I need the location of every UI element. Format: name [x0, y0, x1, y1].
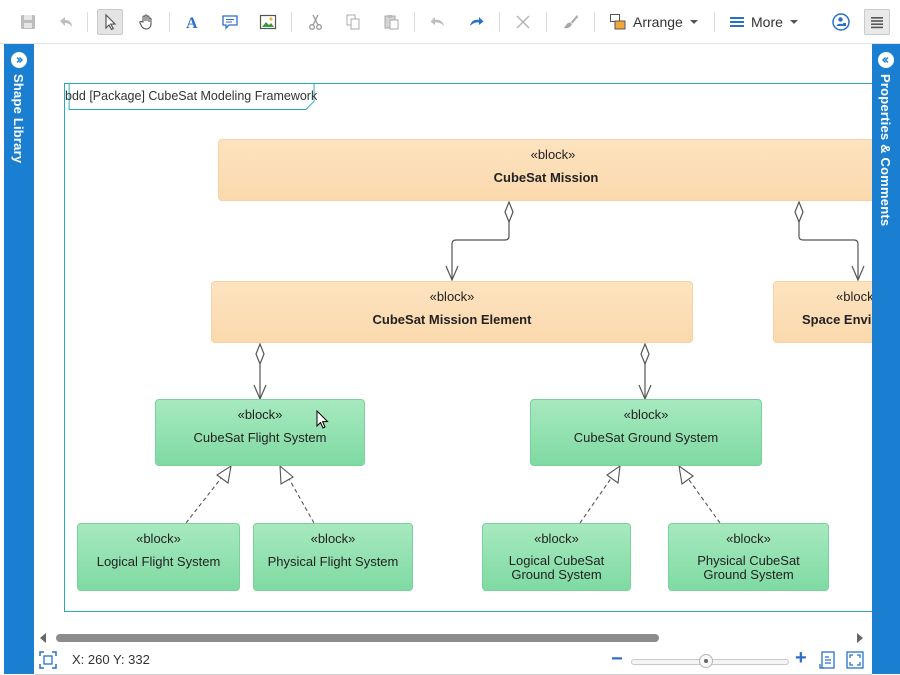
format-panel-toggle-icon[interactable]	[864, 9, 890, 35]
format-brush-icon[interactable]	[558, 9, 584, 35]
comment-icon[interactable]	[217, 9, 243, 35]
realization-arrowhead-icon	[678, 464, 694, 485]
chevron-down-icon	[689, 20, 698, 24]
copy-icon[interactable]	[340, 9, 366, 35]
scrollbar-thumb[interactable]	[56, 634, 659, 642]
block-cubesat-mission-element[interactable]: «block» CubeSat Mission Element	[211, 281, 693, 343]
cursor-coordinates: X: 260 Y: 332	[72, 652, 150, 667]
zoom-in-button[interactable]: +	[795, 647, 807, 669]
mouse-cursor-icon	[316, 410, 329, 429]
toolbar: A Arrange More	[0, 0, 900, 44]
aggregation-connector	[798, 222, 859, 280]
block-stereotype: «block»	[237, 407, 283, 422]
arrowhead-icon	[851, 265, 865, 282]
block-name-line1: Logical CubeSat	[508, 553, 605, 568]
block-name: CubeSat Flight System	[193, 430, 327, 445]
chevron-down-icon	[789, 20, 798, 24]
block-name: CubeSat Ground System	[573, 430, 719, 445]
block-stereotype: «block»	[623, 407, 669, 422]
connectors-layer	[185, 200, 865, 524]
block-name: CubeSat Mission Element	[372, 312, 532, 327]
package-frame[interactable]	[64, 83, 872, 612]
block-stereotype: «block»	[310, 531, 356, 546]
block-stereotype: «block»	[726, 531, 771, 546]
block-space-environment[interactable]: «block Space Envir	[773, 281, 872, 343]
arrange-icon	[610, 14, 626, 30]
undo-arrow-icon[interactable]	[53, 9, 79, 35]
block-name: CubeSat Mission	[493, 170, 599, 185]
block-name: Logical Flight System	[96, 554, 221, 569]
aggregation-diamond-icon	[640, 342, 650, 366]
more-label: More	[751, 14, 783, 30]
arrange-menu-button[interactable]: Arrange	[609, 9, 699, 35]
block-name: Physical Flight System	[267, 554, 399, 569]
block-stereotype: «block»	[136, 531, 181, 546]
hamburger-icon	[730, 17, 744, 27]
realization-connector	[287, 476, 315, 524]
expand-chevron-icon[interactable]	[11, 52, 27, 68]
expand-chevron-icon[interactable]	[878, 52, 894, 68]
arrowhead-icon	[445, 265, 459, 282]
block-name: Space Envir	[802, 312, 872, 327]
frame-label: bdd [Package] CubeSat Modeling Framework	[65, 89, 318, 103]
realization-connector	[579, 476, 613, 524]
zoom-out-button[interactable]: −	[611, 648, 623, 670]
block-name-line2: Ground System	[511, 567, 602, 582]
block-physical-flight-system[interactable]: «block» Physical Flight System	[253, 523, 413, 591]
block-stereotype: «block»	[530, 147, 576, 162]
scroll-right-icon[interactable]	[856, 633, 864, 643]
paste-icon[interactable]	[378, 9, 404, 35]
fit-selection-icon[interactable]	[39, 651, 57, 669]
block-logical-flight-system[interactable]: «block» Logical Flight System	[77, 523, 240, 591]
realization-arrowhead-icon	[606, 464, 621, 484]
svg-text:A: A	[186, 15, 198, 31]
pointer-tool-icon[interactable]	[97, 9, 123, 35]
cut-icon[interactable]	[303, 9, 329, 35]
scroll-left-icon[interactable]	[39, 633, 47, 643]
block-cubesat-flight-system[interactable]: «block» CubeSat Flight System	[155, 399, 365, 466]
shape-library-title: Shape Library	[11, 74, 26, 164]
block-logical-cubesat-ground-system[interactable]: «block» Logical CubeSat Ground System	[482, 523, 631, 591]
text-tool-icon[interactable]: A	[179, 9, 205, 35]
block-stereotype: «block	[836, 289, 872, 304]
block-name-line2: Ground System	[703, 567, 794, 582]
aggregation-diamond-icon	[255, 342, 265, 366]
status-bar: X: 260 Y: 332 − +	[34, 646, 872, 675]
block-physical-cubesat-ground-system[interactable]: «block» Physical CubeSat Ground System	[668, 523, 829, 591]
frame-tab	[68, 83, 315, 110]
image-icon[interactable]	[255, 9, 281, 35]
zoom-slider-handle[interactable]	[699, 654, 713, 668]
horizontal-scrollbar[interactable]	[34, 630, 872, 646]
realization-arrowhead-icon	[279, 464, 294, 485]
diagram-canvas[interactable]: bdd [Package] CubeSat Modeling Framework	[34, 44, 872, 630]
realization-connector	[686, 476, 721, 524]
properties-comments-title: Properties & Comments	[878, 74, 893, 227]
realization-arrowhead-icon	[216, 464, 232, 484]
aggregation-diamond-icon	[504, 200, 514, 224]
fit-page-icon[interactable]	[819, 651, 837, 669]
redo-icon[interactable]	[463, 9, 489, 35]
realization-connector	[185, 476, 223, 524]
shape-library-panel[interactable]: Shape Library	[4, 44, 34, 674]
aggregation-diamond-icon	[794, 200, 804, 224]
undo-icon[interactable]	[425, 9, 451, 35]
fit-window-icon[interactable]	[846, 651, 864, 669]
block-stereotype: «block»	[534, 531, 579, 546]
block-cubesat-ground-system[interactable]: «block» CubeSat Ground System	[530, 399, 762, 466]
arrange-label: Arrange	[633, 14, 683, 30]
more-menu-button[interactable]: More	[729, 9, 799, 35]
block-name-line1: Physical CubeSat	[697, 553, 800, 568]
properties-comments-panel[interactable]: Properties & Comments	[872, 44, 900, 674]
block-cubesat-mission[interactable]: «block» CubeSat Mission	[218, 139, 872, 201]
aggregation-connector	[451, 222, 510, 280]
delete-icon[interactable]	[510, 9, 536, 35]
save-icon[interactable]	[15, 9, 41, 35]
collaborate-icon[interactable]	[828, 9, 854, 35]
block-stereotype: «block»	[429, 289, 475, 304]
hand-pan-icon[interactable]	[133, 9, 159, 35]
